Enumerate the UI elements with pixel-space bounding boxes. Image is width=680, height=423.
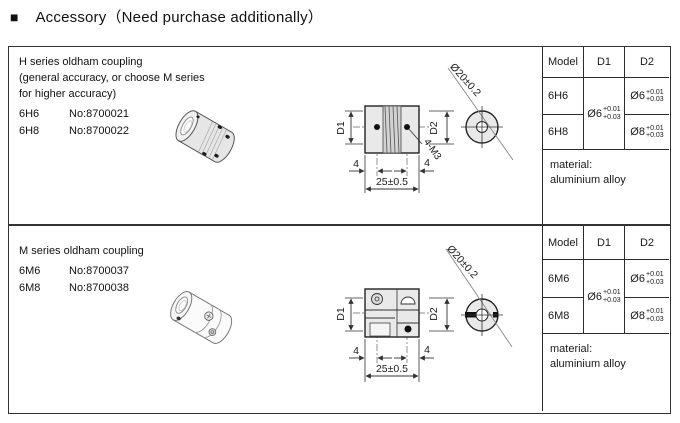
dim-base: Ø6 (587, 107, 602, 120)
clamp-screw-head (371, 293, 383, 305)
dim-label-d2: D2 (428, 307, 440, 321)
dim-label-diameter: Ø20±0.2 (444, 243, 480, 281)
h-series-title: H series oldham coupling (19, 56, 143, 68)
h-series-desc: (general accuracy, or choose M series (19, 72, 205, 84)
model-code: 6M8 (19, 282, 41, 294)
set-screw (404, 124, 410, 130)
spec-model-cell: 6M8 (543, 298, 584, 334)
dim-tolerance: +0.01+0.03 (645, 308, 664, 323)
material-label: material: (550, 159, 593, 171)
dim-tolerance: +0.01+0.03 (602, 289, 621, 304)
dim-label-left: 4 (353, 345, 359, 357)
section-header: ■ Accessory（Need purchase additionally） (10, 6, 323, 27)
spec-d2-cell: Ø6 +0.01+0.03 (625, 78, 669, 115)
row-divider (9, 224, 670, 226)
set-screw (374, 124, 380, 130)
model-no: No:8700037 (69, 265, 129, 277)
dim-base: Ø6 (587, 290, 602, 303)
page-title: Accessory（Need purchase additionally） (35, 9, 324, 26)
dim-base: Ø8 (630, 309, 645, 322)
dim-tolerance: +0.01+0.03 (602, 106, 621, 121)
material-value: aluminium alloy (550, 174, 626, 186)
m-series-info: M series oldham coupling 6M6 No:8700037 6… (19, 243, 144, 297)
spec-header-d1: D1 (584, 47, 625, 78)
dim-tolerance: +0.01+0.03 (645, 88, 664, 104)
m-series-title: M series oldham coupling (19, 245, 144, 257)
dim-label-right: 4 (424, 344, 430, 356)
model-line: 6H8 No:8700022 (19, 123, 205, 140)
spec-d2-cell: Ø8 +0.01+0.03 (625, 298, 669, 334)
h-series-drawing: D1 D2 4-M3 4 4 25±0.5 Ø20±0.2 (335, 61, 514, 193)
dim-label-right: 4 (424, 157, 430, 169)
model-code: 6H6 (19, 108, 40, 120)
model-no: No:8700021 (69, 108, 129, 120)
dim-label-d2: D2 (428, 121, 440, 135)
h-series-spec-table: Model D1 D2 6H6 Ø6 +0.01+0.03 Ø6 +0.01+0… (542, 47, 669, 224)
spec-model-cell: 6H8 (543, 115, 584, 150)
spec-header-d1: D1 (584, 226, 625, 260)
m-series-drawing: D1 D2 4 4 25±0.5 Ø20±0.2 (335, 243, 513, 382)
dim-label-left: 4 (353, 158, 359, 170)
dim-base: Ø8 (630, 126, 645, 138)
dim-label-length: 25±0.5 (376, 363, 408, 375)
dim-label-diameter: Ø20±0.2 (447, 61, 483, 99)
model-line: 6H6 No:8700021 (19, 106, 205, 123)
m-series-spec-table: Model D1 D2 6M6 Ø6 +0.01+0.03 Ø6 +0.01+0… (542, 226, 669, 411)
spec-header-d2: D2 (625, 47, 669, 78)
h-series-photo (175, 110, 235, 163)
spec-model-cell: 6M6 (543, 260, 584, 298)
spec-d2-cell: Ø6 +0.01+0.03 (625, 260, 669, 298)
spec-header-d2: D2 (625, 226, 669, 260)
material-value: aluminium alloy (550, 358, 626, 370)
model-no: No:8700022 (69, 125, 129, 137)
dim-base: Ø6 (630, 90, 645, 102)
model-no: No:8700038 (69, 282, 129, 294)
dim-tolerance: +0.01+0.03 (645, 271, 664, 286)
dim-label-length: 25±0.5 (376, 176, 408, 188)
spec-d1-cell: Ø6 +0.01+0.03 (584, 260, 625, 334)
model-code: 6H8 (19, 125, 40, 137)
h-series-desc2: for higher accuracy) (19, 88, 117, 100)
spec-d1-cell: Ø6 +0.01+0.03 (584, 78, 625, 150)
spec-d2-cell: Ø8 +0.01+0.03 (625, 115, 669, 150)
dim-label-d1: D1 (335, 121, 347, 135)
m-series-photo (170, 291, 233, 344)
spec-model-cell: 6H6 (543, 78, 584, 115)
dim-tolerance: +0.01+0.03 (645, 124, 664, 140)
screw-dome (400, 296, 416, 305)
clamp-screw (208, 328, 217, 336)
model-line: 6M8 No:8700038 (19, 280, 144, 297)
set-screw (404, 325, 412, 333)
model-line: 6M6 No:8700037 (19, 263, 144, 280)
dim-label-d1: D1 (335, 307, 347, 321)
model-code: 6M6 (19, 265, 41, 277)
accessory-table: H series oldham coupling (general accura… (8, 46, 671, 414)
h-series-info: H series oldham coupling (general accura… (19, 54, 205, 140)
spec-header-model: Model (543, 226, 584, 260)
dim-base: Ø6 (630, 272, 645, 285)
m-series-models: 6M6 No:8700037 6M8 No:8700038 (19, 263, 144, 297)
section-bullet-icon: ■ (10, 8, 19, 25)
spec-header-model: Model (543, 47, 584, 78)
material-label: material: (550, 343, 593, 355)
h-series-models: 6H6 No:8700021 6H8 No:8700022 (19, 106, 205, 140)
material-cell: material: aluminium alloy (543, 334, 669, 411)
material-cell: material: aluminium alloy (543, 150, 669, 224)
